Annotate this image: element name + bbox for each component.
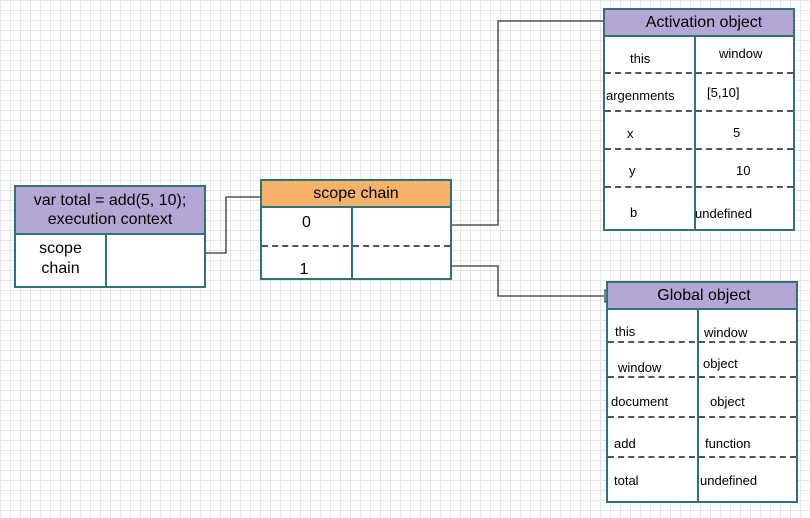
execution-context-divider (105, 235, 107, 286)
activation-object-title: Activation object (645, 13, 763, 31)
scope-chain-header: scope chain (262, 181, 450, 208)
activation-value: window (719, 46, 763, 61)
activation-object-header: Activation object (605, 10, 793, 37)
scope-chain-box: scope chain 0 1 (260, 179, 452, 280)
activation-key: y (629, 163, 636, 178)
scope-chain-label: scope chain (16, 239, 105, 279)
global-row-separator (608, 416, 796, 418)
global-key: window (618, 360, 662, 375)
scope-chain-title: scope chain (313, 184, 399, 202)
global-value: function (705, 436, 751, 451)
scope-chain-index-1: 1 (299, 261, 309, 278)
global-row-separator (608, 341, 796, 343)
scope-chain-divider (351, 208, 353, 278)
global-key: add (614, 436, 636, 451)
global-value: undefined (700, 473, 758, 488)
global-key: document (611, 394, 669, 409)
activation-row-separator (605, 110, 793, 112)
global-value: object (703, 356, 738, 371)
activation-row-separator (605, 72, 793, 74)
activation-object-divider (694, 37, 696, 229)
activation-key: x (627, 126, 634, 141)
scope-chain-row-separator (262, 245, 450, 247)
global-object-box: Global object this window window object … (606, 281, 798, 503)
activation-value: 5 (733, 125, 741, 140)
activation-value: [5,10] (707, 85, 740, 100)
activation-key: argenments (606, 88, 675, 103)
scope-chain-index-0: 0 (302, 214, 311, 231)
global-object-header: Global object (608, 283, 796, 310)
global-value: object (710, 394, 745, 409)
global-object-title: Global object (657, 286, 751, 304)
activation-row-separator (605, 148, 793, 150)
execution-context-box: var total = add(5, 10); execution contex… (14, 185, 206, 288)
activation-value: 10 (736, 163, 751, 178)
scope-chain-label-line1: scope (39, 240, 82, 257)
global-key: total (614, 473, 639, 488)
global-row-separator (608, 376, 796, 378)
global-value: window (704, 325, 748, 340)
activation-key: b (630, 205, 638, 220)
global-object-divider (697, 310, 699, 501)
execution-context-header: var total = add(5, 10); execution contex… (16, 187, 204, 235)
activation-row-separator (605, 186, 793, 188)
scope-chain-label-line2: chain (41, 260, 80, 277)
global-key: this (615, 324, 636, 339)
global-row-separator (608, 456, 796, 458)
execution-context-title-line1: var total = add(5, 10); (33, 192, 187, 209)
activation-value: undefined (695, 206, 753, 221)
execution-context-title-line2: execution context (47, 211, 173, 228)
activation-key: this (630, 51, 651, 66)
activation-object-box: Activation object this window argenments… (603, 8, 795, 231)
